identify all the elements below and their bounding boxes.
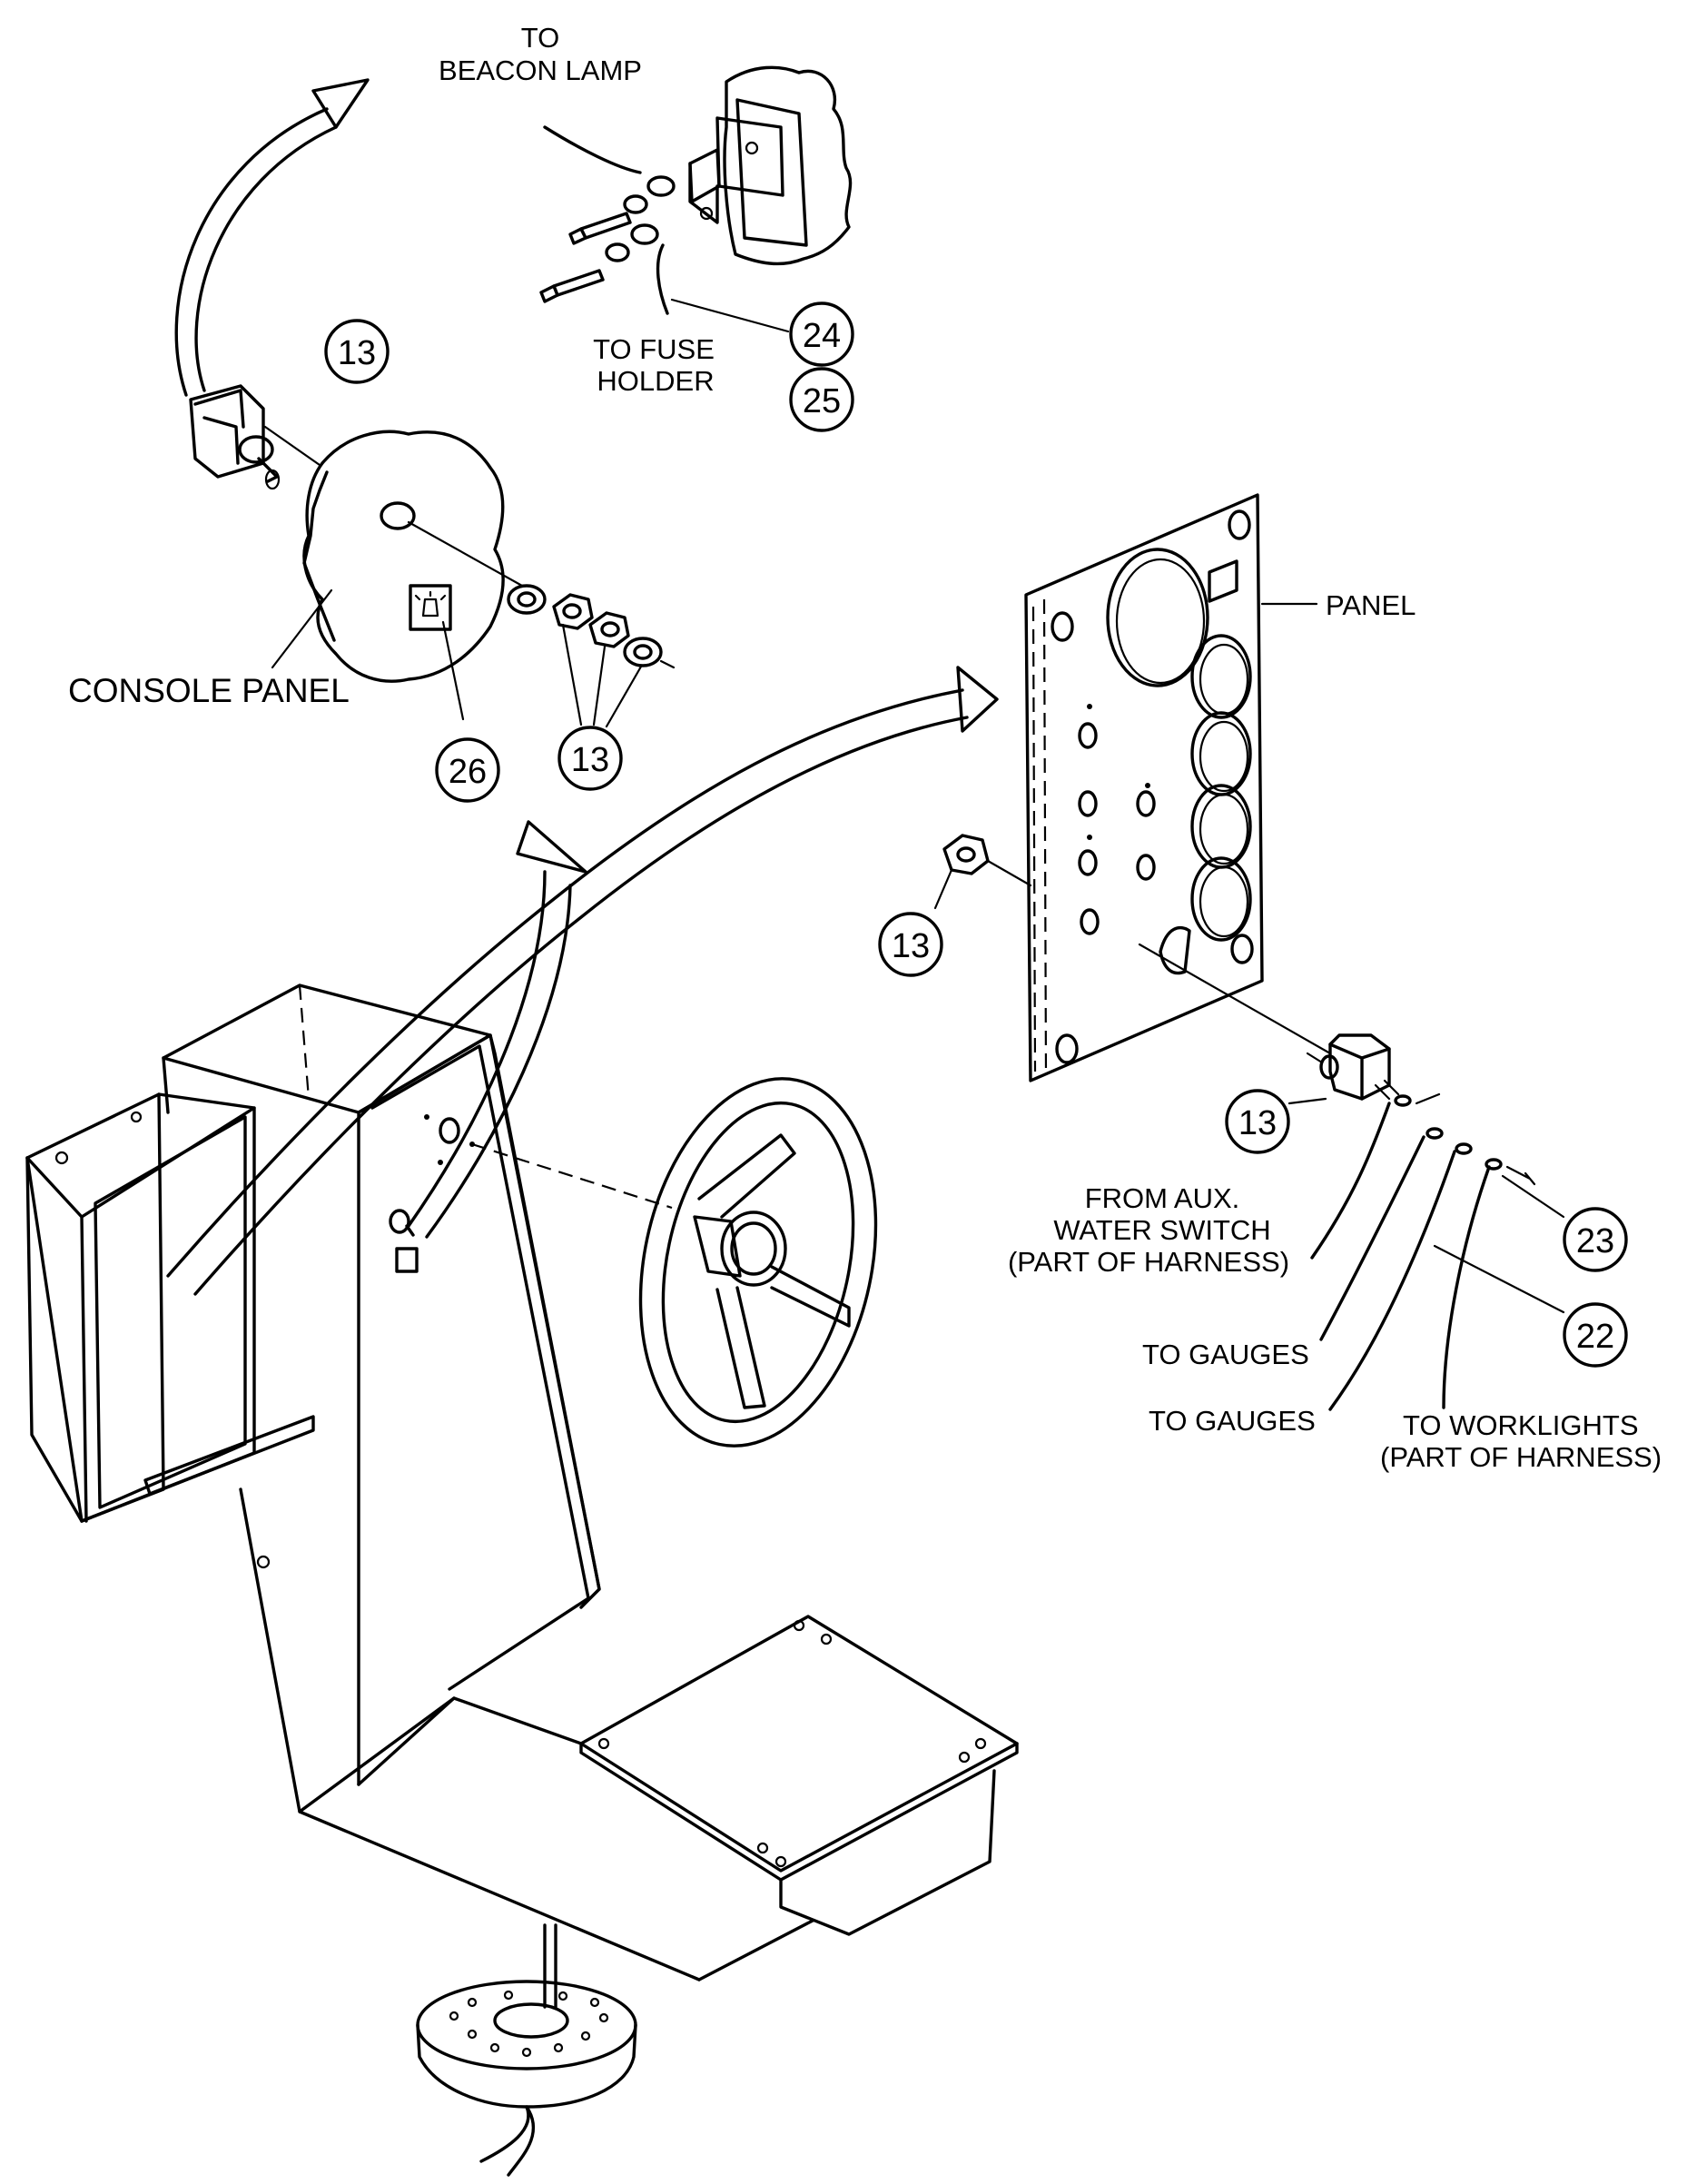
console-body bbox=[25, 983, 1019, 2177]
label-fuse-to: TO FUSE bbox=[593, 333, 715, 365]
flow-arrow-to-beacon bbox=[174, 78, 370, 397]
label-worklights-1: TO WORKLIGHTS bbox=[1403, 1409, 1639, 1441]
svg-text:26: 26 bbox=[449, 753, 487, 791]
callout-13-toggle: 13 bbox=[1225, 1089, 1290, 1154]
svg-text:24: 24 bbox=[803, 317, 841, 355]
svg-text:13: 13 bbox=[1238, 1104, 1277, 1142]
callout-23: 23 bbox=[1563, 1207, 1628, 1272]
flow-arrow-to-console-panel bbox=[407, 820, 587, 1239]
label-gauges-1: TO GAUGES bbox=[1142, 1339, 1309, 1370]
label-gauges-2: TO GAUGES bbox=[1149, 1405, 1316, 1437]
svg-text:13: 13 bbox=[338, 334, 376, 372]
flow-arrow-to-panel bbox=[166, 666, 999, 1296]
washer-nut-stack bbox=[507, 584, 676, 728]
beacon-toggle-switch bbox=[189, 384, 321, 490]
label-aux-3: (PART OF HARNESS) bbox=[1008, 1246, 1289, 1278]
callout-13-washers: 13 bbox=[557, 726, 623, 791]
label-aux-1: FROM AUX. bbox=[1085, 1182, 1240, 1214]
instrument-panel bbox=[933, 493, 1332, 1082]
callout-22: 22 bbox=[1563, 1302, 1628, 1368]
callout-25: 25 bbox=[789, 367, 854, 432]
label-beacon-to: TO bbox=[521, 22, 560, 54]
callout-26: 26 bbox=[435, 737, 500, 803]
label-aux-2: WATER SWITCH bbox=[1053, 1214, 1270, 1246]
label-beacon-lamp: BEACON LAMP bbox=[439, 54, 642, 86]
label-panel: PANEL bbox=[1326, 589, 1416, 621]
label-console-panel: CONSOLE PANEL bbox=[68, 672, 350, 709]
callout-13-nut: 13 bbox=[878, 912, 943, 977]
svg-text:13: 13 bbox=[571, 741, 609, 779]
console-panel-disc bbox=[271, 430, 524, 721]
label-worklights-2: (PART OF HARNESS) bbox=[1380, 1441, 1662, 1473]
callout-24: 24 bbox=[789, 301, 854, 367]
svg-text:23: 23 bbox=[1576, 1222, 1614, 1260]
svg-text:22: 22 bbox=[1576, 1318, 1614, 1356]
svg-text:25: 25 bbox=[803, 382, 841, 420]
steering-wheel bbox=[638, 1077, 878, 1448]
work-light-toggle-switch bbox=[1287, 1033, 1565, 1411]
label-fuse-holder: HOLDER bbox=[597, 365, 714, 397]
beacon-lamp-assembly bbox=[539, 65, 853, 333]
svg-text:13: 13 bbox=[892, 927, 930, 965]
callout-13-switch: 13 bbox=[324, 319, 390, 384]
